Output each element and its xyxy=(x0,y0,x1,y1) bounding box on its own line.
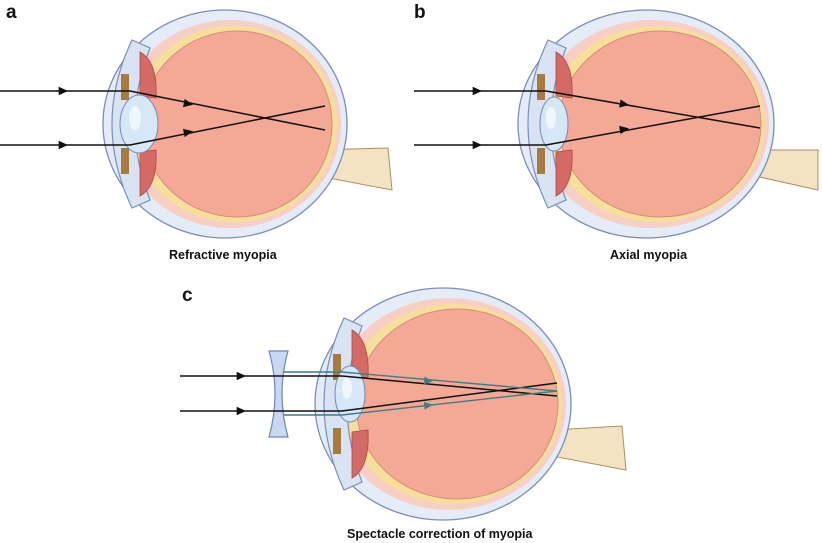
ray-c-upper-teal xyxy=(284,371,558,392)
eye-c xyxy=(180,287,627,521)
ciliary-body-bottom-a xyxy=(139,149,157,197)
eye-a xyxy=(0,9,393,239)
ray-c-lower-black xyxy=(180,382,558,412)
ciliary-body-top-a xyxy=(139,51,157,99)
ray-a-upper xyxy=(0,90,326,131)
panel-label-b: b xyxy=(414,2,426,23)
ciliary-body-bottom-c xyxy=(351,429,369,479)
iris-bottom-c xyxy=(333,428,341,454)
ciliary-body-top-b xyxy=(555,51,573,99)
eye-b xyxy=(414,9,819,239)
lens-highlight-c xyxy=(342,377,352,399)
ray-b-upper xyxy=(414,90,761,129)
arrow-c-3 xyxy=(423,376,433,385)
lens-highlight-a xyxy=(129,106,141,130)
arrow-b-3 xyxy=(619,99,630,108)
iris-top-a xyxy=(121,74,129,100)
iris-top-c xyxy=(333,354,341,380)
lens-highlight-b xyxy=(546,107,556,129)
caption-refractive-myopia: Refractive myopia xyxy=(169,248,277,262)
arrow-a-4 xyxy=(182,128,194,138)
panel-label-a: a xyxy=(6,2,17,23)
ray-c-upper-black xyxy=(180,375,558,397)
ray-a-lower xyxy=(0,105,326,146)
ray-b-lower xyxy=(414,105,761,146)
iris-bottom-b xyxy=(537,148,545,174)
concave-spectacle-lens xyxy=(268,350,289,438)
arrow-c-4 xyxy=(423,401,433,410)
ray-c-lower-teal xyxy=(284,390,558,416)
caption-spectacle-correction: Spectacle correction of myopia xyxy=(347,527,533,541)
caption-axial-myopia: Axial myopia xyxy=(610,248,688,262)
iris-bottom-a xyxy=(121,148,129,174)
ciliary-body-bottom-b xyxy=(555,149,573,197)
vitreous-c xyxy=(355,308,559,500)
arrow-b-4 xyxy=(619,125,630,135)
arrow-a-3 xyxy=(182,98,194,108)
iris-top-b xyxy=(537,74,545,100)
panel-label-c: c xyxy=(182,285,193,306)
